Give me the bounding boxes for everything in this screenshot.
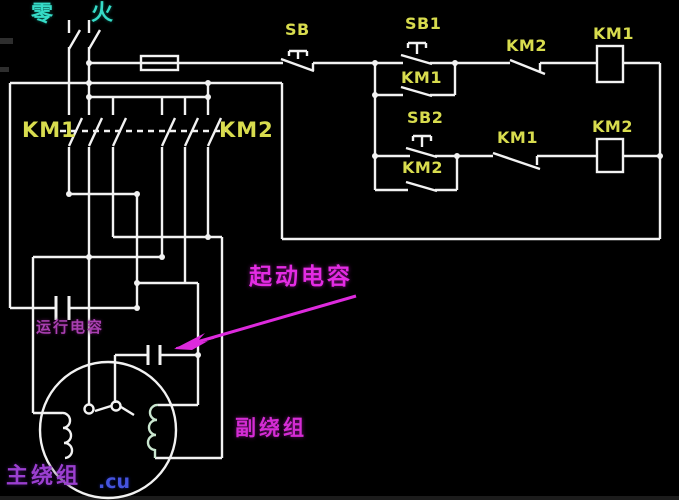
start-capacitor-label: 起动电容 — [249, 264, 353, 290]
scan-artifacts — [0, 38, 679, 500]
centrifugal-switch — [83, 400, 135, 417]
bus-lines — [8, 81, 284, 308]
km2-interlock-contact — [509, 58, 546, 76]
aux-winding-coil — [146, 403, 159, 458]
neutral-label: 零 — [31, 2, 54, 27]
supply-switch-wires — [67, 20, 102, 115]
km1-latch-label: KM1 — [401, 68, 442, 87]
main-winding-label: 主绕组 — [6, 464, 82, 489]
motor-feed-wires — [31, 147, 224, 460]
km2-main-label: KM2 — [219, 118, 274, 142]
km2-coil-label: KM2 — [592, 117, 633, 136]
circuit-wires — [8, 20, 662, 500]
start-capacitor-plates — [146, 345, 162, 365]
main-winding-coil — [61, 411, 74, 460]
sb-label: SB — [285, 20, 310, 39]
km2-latch-contact — [405, 180, 438, 193]
km1-latch-contact — [400, 85, 433, 98]
aux-winding-label: 副绕组 — [235, 416, 307, 440]
run-capacitor-label: 运行电容 — [36, 318, 105, 336]
run-capacitor-plates — [54, 296, 71, 320]
km1-coil-label: KM1 — [593, 24, 634, 43]
motor-circle — [38, 360, 178, 500]
start-capacitor-arrow — [174, 294, 357, 350]
km1-interlock-contact — [492, 151, 541, 171]
live-label: 火 — [91, 1, 114, 26]
km1-coil-symbol — [595, 44, 625, 84]
control-return-wires — [282, 63, 662, 241]
sb-contact — [280, 49, 315, 73]
km2-latch-label: KM2 — [402, 158, 443, 177]
km2-coil-symbol — [595, 137, 625, 174]
km2-interlock-label: KM2 — [506, 36, 547, 55]
sb2-label: SB2 — [407, 108, 444, 127]
control-row2-wires — [375, 154, 660, 192]
km1-main-label: KM1 — [22, 118, 77, 142]
watermark-text: .cu — [98, 471, 131, 493]
fuse-symbol — [139, 54, 180, 72]
sb1-contact — [400, 41, 433, 66]
sb2-contact — [405, 134, 438, 159]
control-row1-wires — [313, 61, 660, 190]
sb1-label: SB1 — [405, 14, 442, 33]
junction-dots — [66, 60, 663, 358]
km1-interlock-label: KM1 — [497, 128, 538, 147]
